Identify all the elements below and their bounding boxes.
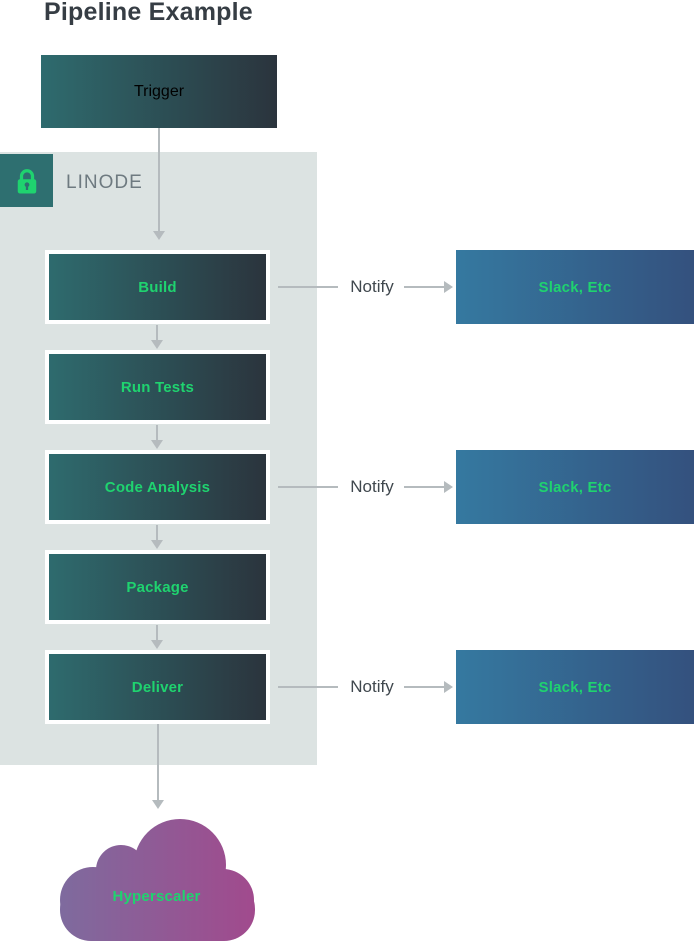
stage-code-analysis: Code Analysis xyxy=(45,450,270,524)
stage-build: Build xyxy=(45,250,270,324)
arrowhead-down-icon xyxy=(152,800,164,809)
arrow-build-to-run-tests xyxy=(156,325,158,340)
arrowhead-down-icon xyxy=(151,440,163,449)
slack-label: Slack, Etc xyxy=(538,678,612,696)
stage-trigger: Trigger xyxy=(41,55,277,128)
lock-icon xyxy=(17,168,36,193)
arrowhead-down-icon xyxy=(153,231,165,240)
arrowhead-down-icon xyxy=(151,540,163,549)
connector-notify-slack xyxy=(404,486,444,488)
arrow-deliver-to-hyperscaler xyxy=(157,724,159,800)
connector-build-notify xyxy=(278,286,338,288)
notify-label: Notify xyxy=(350,677,394,696)
arrowhead-right-icon xyxy=(444,481,453,493)
connector-notify-slack xyxy=(404,286,444,288)
stage-deliver: Deliver xyxy=(45,650,270,724)
arrowhead-right-icon xyxy=(444,681,453,693)
notify-label: Notify xyxy=(350,277,394,296)
cloud-icon xyxy=(60,819,255,941)
stage-code-analysis-label: Code Analysis xyxy=(104,478,211,496)
slack-label: Slack, Etc xyxy=(538,478,612,496)
arrow-package-to-deliver xyxy=(156,625,158,640)
arrow-run-tests-to-code-analysis xyxy=(156,425,158,440)
arrow-code-analysis-to-package xyxy=(156,525,158,540)
slack-box-code-analysis: Slack, Etc xyxy=(456,450,694,524)
stage-package-label: Package xyxy=(126,578,189,596)
slack-box-build: Slack, Etc xyxy=(456,250,694,324)
stage-deliver-label: Deliver xyxy=(131,678,184,696)
notify-label: Notify xyxy=(350,477,394,496)
stage-trigger-label: Trigger xyxy=(133,82,185,100)
page-title: Pipeline Example xyxy=(44,0,253,26)
stage-run-tests-label: Run Tests xyxy=(120,378,195,396)
connector-code-analysis-notify xyxy=(278,486,338,488)
slack-box-deliver: Slack, Etc xyxy=(456,650,694,724)
connector-deliver-notify xyxy=(278,686,338,688)
arrowhead-down-icon xyxy=(151,640,163,649)
connector-notify-slack xyxy=(404,686,444,688)
arrow-trigger-to-build xyxy=(158,128,160,231)
stage-package: Package xyxy=(45,550,270,624)
linode-label: LINODE xyxy=(66,172,143,193)
arrowhead-right-icon xyxy=(444,281,453,293)
arrowhead-down-icon xyxy=(151,340,163,349)
stage-run-tests: Run Tests xyxy=(45,350,270,424)
slack-label: Slack, Etc xyxy=(538,278,612,296)
hyperscaler-label: Hyperscaler xyxy=(112,888,201,905)
lock-badge xyxy=(0,154,53,207)
stage-build-label: Build xyxy=(138,278,177,296)
